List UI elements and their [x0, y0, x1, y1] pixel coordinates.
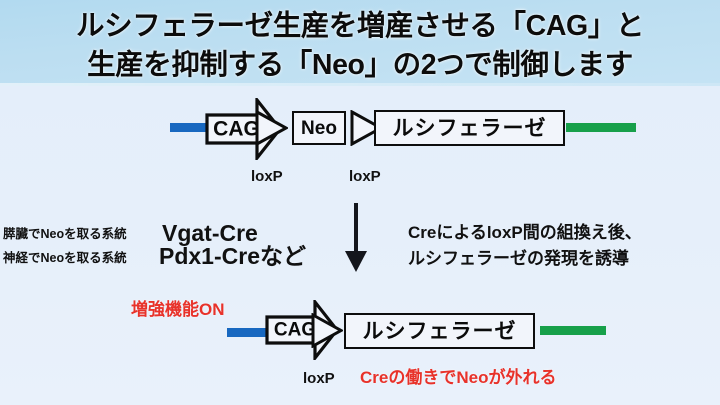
loxp-label-2: loxP [349, 168, 381, 185]
header-band: ルシフェラーゼ生産を増産させる「CAG」と 生産を抑制する「Neo」の2つで制御… [0, 0, 720, 86]
downstream-dna-segment-top [566, 123, 636, 132]
loxp-triangle-remaining [311, 313, 343, 348]
upstream-dna-segment-top [170, 123, 210, 132]
strain-description-1: 膵臓でNeoを取る系統 [3, 227, 127, 241]
luciferase-gene-box-bottom: ルシフェラーゼ [344, 313, 535, 349]
loxp-triangle-1 [255, 110, 288, 146]
strain-name-2: Pdx1-Creなど [159, 243, 306, 269]
loxp-label-1: loxP [251, 168, 283, 185]
loxp-label-remaining: loxP [303, 370, 335, 387]
neo-cassette-box: Neo [292, 111, 346, 145]
down-arrow-icon [343, 203, 369, 273]
cre-excision-result-text: Creの働きでNeoが外れる [360, 368, 557, 387]
luciferase-gene-box-top: ルシフェラーゼ [374, 110, 565, 146]
page-title-line-2: 生産を抑制する「Neo」の2つで制御します [87, 49, 633, 81]
upstream-dna-segment-bottom [227, 328, 269, 337]
downstream-dna-segment-bottom [540, 326, 606, 335]
enhancer-on-label: 増強機能ON [131, 300, 225, 319]
recombination-note-line-2: ルシフェラーゼの発現を誘導 [408, 249, 629, 268]
loxp-triangle-2 [350, 110, 383, 146]
page-title-line-1: ルシフェラーゼ生産を増産させる「CAG」と [76, 10, 644, 42]
recombination-note-line-1: CreによるloxP間の組換え後、 [408, 223, 642, 242]
strain-description-2: 神経でNeoを取る系統 [3, 251, 127, 265]
cag-promoter-label-bottom: CAG [273, 319, 317, 341]
strain-name-1: Vgat-Cre [162, 220, 258, 246]
cag-promoter-label-top: CAG [213, 117, 260, 141]
